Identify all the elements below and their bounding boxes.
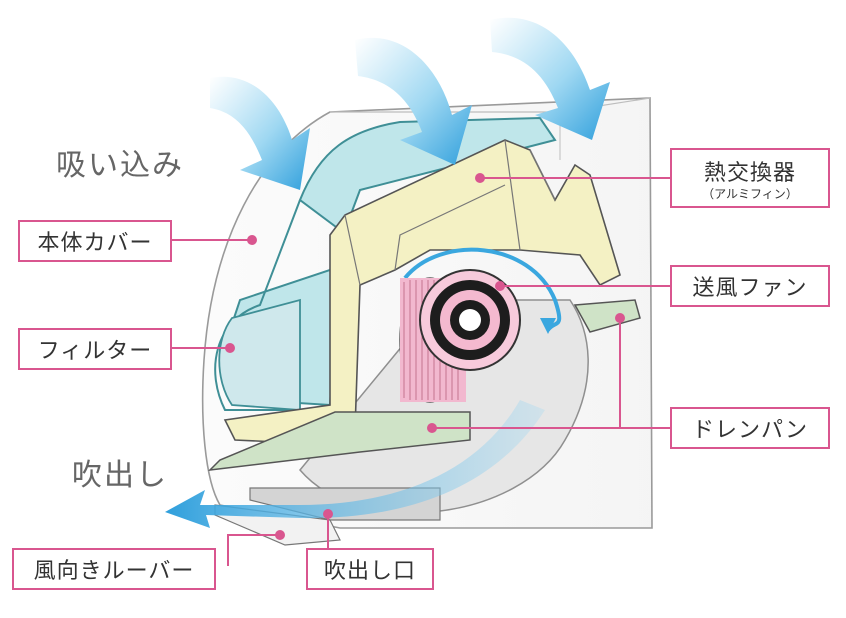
leader-dots bbox=[225, 173, 625, 540]
leader-lines bbox=[172, 177, 670, 566]
suction-label: 吸い込み bbox=[56, 148, 184, 183]
fan-label-box: 送風ファン bbox=[670, 265, 830, 307]
heat-exchanger-label-box: 熱交換器 （アルミフィン） bbox=[670, 148, 830, 208]
blower-fan bbox=[399, 269, 521, 403]
fan-airflow-arc bbox=[403, 247, 562, 332]
filter-label: フィルター bbox=[37, 339, 153, 364]
outlet-airflow bbox=[165, 400, 545, 528]
cover-label: 本体カバー bbox=[37, 231, 153, 256]
outlet-port-label-box: 吹出し口 bbox=[306, 548, 434, 590]
heat-exchanger-label: 熱交換器 bbox=[703, 160, 796, 186]
drain-pan-label: ドレンパン bbox=[691, 418, 809, 443]
louver-label: 風向きルーバー bbox=[33, 559, 195, 584]
cover-label-box: 本体カバー bbox=[18, 220, 172, 262]
suction-arrows bbox=[210, 17, 610, 190]
drain-pan-shape bbox=[207, 411, 471, 472]
louver-label-box: 風向きルーバー bbox=[12, 548, 216, 590]
filter-label-box: フィルター bbox=[18, 328, 172, 370]
heat-exchanger-sublabel: （アルミフィン） bbox=[702, 186, 798, 201]
outlet-port-label: 吹出し口 bbox=[323, 559, 416, 584]
outlet-label: 吹出し bbox=[72, 458, 168, 493]
filter-panel bbox=[218, 298, 301, 411]
fan-label: 送風ファン bbox=[692, 276, 808, 301]
drain-pan-label-box: ドレンパン bbox=[670, 407, 830, 449]
